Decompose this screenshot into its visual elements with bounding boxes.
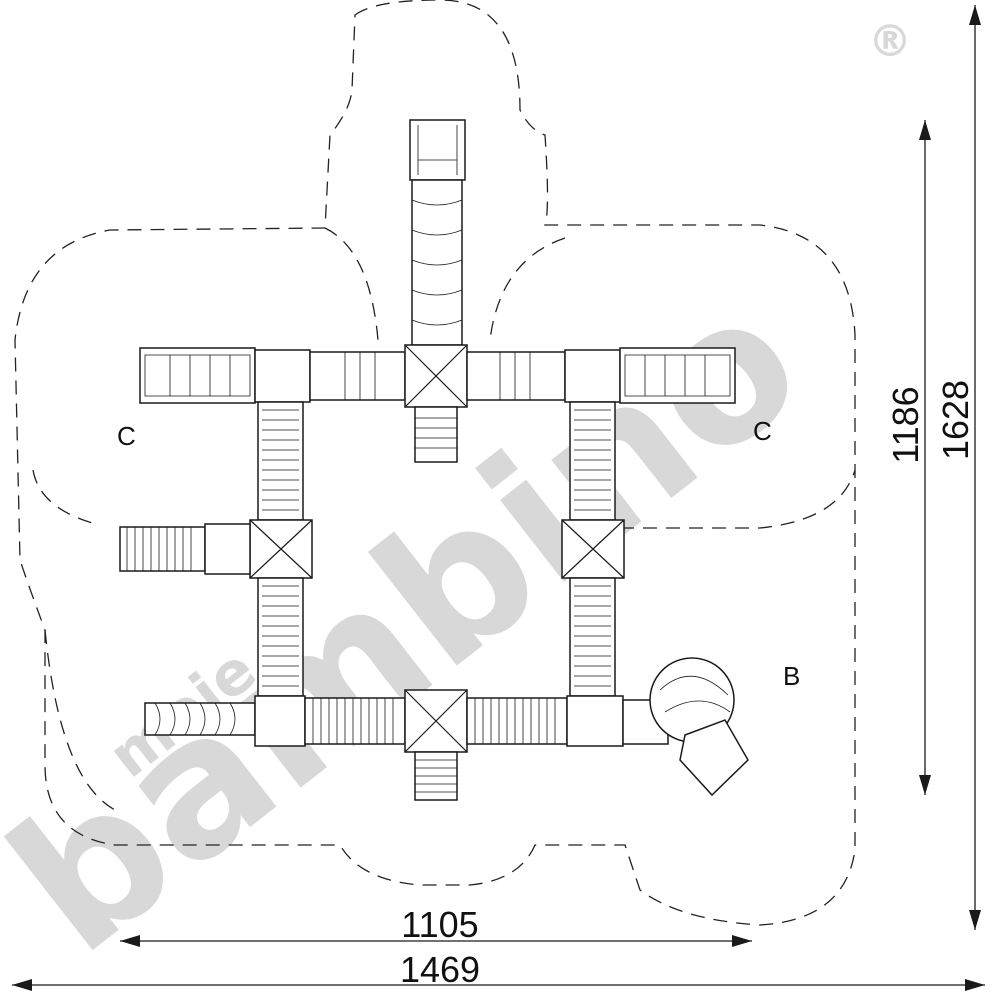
bottom-right-platform (566, 695, 624, 747)
outer-width-label: 1469 (400, 949, 480, 990)
watermark-registered-mark: ® (868, 16, 912, 67)
bottom-left-slide (144, 702, 256, 736)
top-left-bridge (309, 351, 406, 401)
slide-start-section (409, 119, 466, 181)
top-row (139, 344, 736, 463)
zone-label-left: C (117, 421, 136, 451)
zone-label-right: C (753, 416, 772, 446)
left-column (119, 401, 313, 697)
right-column (561, 401, 625, 697)
bottom-left-platform (254, 695, 306, 747)
outer-height-label: 1628 (935, 380, 976, 460)
left-side-connector (204, 523, 251, 575)
top-left-platform (254, 349, 311, 403)
zone-labels: C C B (117, 416, 800, 691)
bottom-right-bridge (466, 697, 568, 745)
inner-height-label: 1186 (885, 386, 926, 463)
top-right-climber (619, 347, 736, 404)
inner-width-label: 1105 (401, 904, 478, 945)
top-slide (409, 119, 466, 346)
bottom-left-bridge (304, 697, 406, 745)
safety-zone-outline (14, 0, 856, 926)
spiral-slide-exit (679, 719, 749, 797)
zone-label-bottom-right: B (783, 661, 800, 691)
top-left-climber (139, 347, 256, 404)
bottom-row (144, 657, 749, 801)
top-right-platform (564, 349, 621, 403)
left-side-ramp (119, 526, 206, 572)
top-centre-ladder (414, 406, 458, 463)
dimension-lines: 1105 1469 1186 1628 (12, 5, 985, 991)
top-right-bridge (466, 351, 566, 401)
